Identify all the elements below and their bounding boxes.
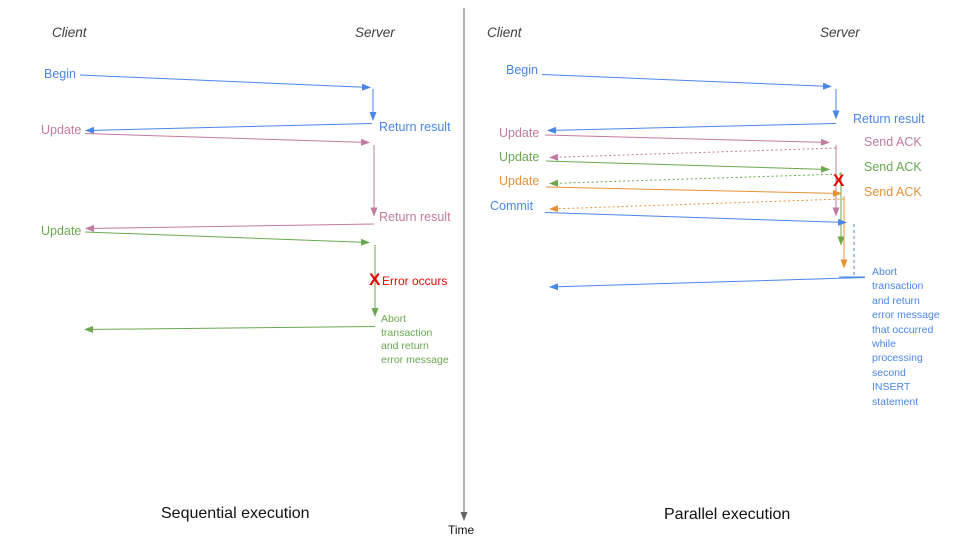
- right-abort-line: Abort: [872, 266, 898, 278]
- left-update-2-label: Update: [41, 224, 82, 238]
- left-abort-line: Abort: [381, 313, 407, 325]
- left-server-header: Server: [355, 25, 395, 40]
- left-error-occurs-label: Error occurs: [382, 274, 448, 288]
- right-commit-label: Commit: [490, 199, 534, 213]
- left-abort-line: error message: [381, 353, 449, 366]
- right-abort-line: second: [872, 366, 906, 379]
- time-axis-label: Time: [448, 523, 475, 537]
- right-abort-line: while: [872, 338, 896, 351]
- right-update-3-label: Update: [499, 174, 540, 188]
- left-abort-message: Abort transaction and return error messa…: [381, 313, 449, 367]
- left-abort-return-arrow: [84, 325, 376, 333]
- right-begin-request-arrow: [541, 74, 832, 90]
- right-abort-message: Abort transaction and return error messa…: [872, 265, 940, 409]
- left-abort-line: transaction: [381, 326, 433, 339]
- right-update-2-label: Update: [499, 150, 540, 164]
- left-begin-label: Begin: [44, 67, 76, 81]
- left-return-result-2-label: Return result: [379, 210, 451, 224]
- right-abort-line: error message: [872, 309, 940, 322]
- right-send-ack-2-arrow: [549, 173, 842, 187]
- left-panel-title: Sequential execution: [161, 505, 310, 522]
- left-client-header: Client: [52, 25, 87, 40]
- left-return-result-1-label: Return result: [379, 120, 451, 134]
- right-abort-line: and return: [872, 294, 920, 307]
- right-send-ack-1-arrow: [549, 147, 837, 161]
- right-return-result-arrow: [547, 123, 837, 134]
- right-abort-line: statement: [872, 395, 919, 408]
- right-client-header: Client: [487, 25, 522, 40]
- right-send-ack-3-label: Send ACK: [864, 185, 922, 199]
- right-error-x-icon: X: [833, 171, 845, 190]
- right-send-ack-1-label: Send ACK: [864, 135, 922, 149]
- right-update-2-request-arrow: [545, 160, 830, 173]
- right-send-ack-2-label: Send ACK: [864, 160, 922, 174]
- left-update-1-label: Update: [41, 123, 82, 137]
- left-begin-request-arrow: [79, 74, 371, 91]
- right-abort-line: processing: [872, 352, 923, 365]
- right-panel-title: Parallel execution: [664, 506, 791, 523]
- right-return-result-label: Return result: [853, 112, 925, 126]
- right-abort-line: INSERT: [872, 381, 911, 394]
- right-abort-return-arrow: [549, 277, 866, 291]
- left-error-x-icon: X: [369, 270, 381, 289]
- left-update-2-request-arrow: [84, 231, 370, 246]
- right-abort-line: that occurred: [872, 323, 934, 336]
- right-abort-line: transaction: [872, 280, 924, 293]
- left-return-result-2-arrow: [85, 223, 375, 232]
- right-update-1-label: Update: [499, 126, 540, 140]
- right-commit-request-arrow: [544, 212, 847, 226]
- right-update-3-request-arrow: [545, 186, 842, 197]
- right-send-ack-3-arrow: [549, 198, 845, 213]
- right-server-header: Server: [820, 25, 860, 40]
- left-return-result-1-arrow: [85, 123, 373, 134]
- left-abort-line: and return: [381, 340, 429, 353]
- right-begin-label: Begin: [506, 63, 538, 77]
- right-update-1-request-arrow: [544, 134, 830, 146]
- left-update-1-request-arrow: [84, 133, 370, 146]
